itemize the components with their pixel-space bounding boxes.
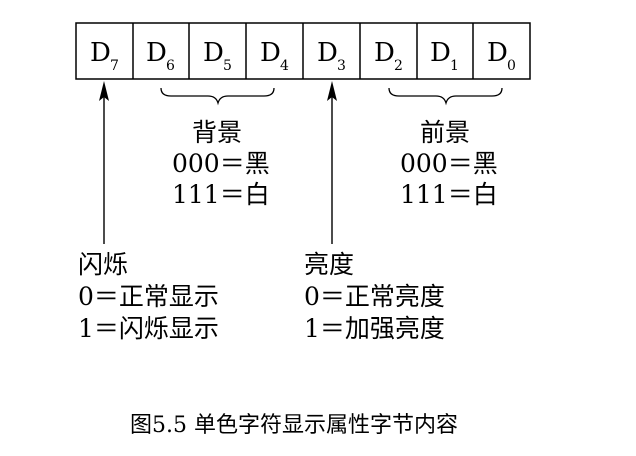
blink-arrow — [99, 81, 109, 244]
background-brace — [160, 87, 275, 106]
brightness-arrow — [327, 81, 337, 244]
cell-dividers — [132, 23, 474, 79]
bit-d4-letter: D — [260, 38, 281, 68]
background-line-white: 111＝白 — [172, 180, 270, 209]
bit-cell-d5: D 5 — [203, 38, 232, 74]
bit-d2-letter: D — [374, 38, 395, 68]
bit-d7-letter: D — [90, 38, 111, 68]
bit-d7-sub: 7 — [110, 58, 119, 74]
bit-cell-d3: D 3 — [317, 38, 346, 74]
bit-d4-sub: 4 — [280, 58, 289, 74]
bit-d5-sub: 5 — [223, 58, 232, 74]
foreground-brace — [388, 87, 503, 106]
bit-cell-d0: D 0 — [487, 38, 516, 74]
bit-d3-sub: 3 — [337, 58, 346, 74]
bit-cell-d2: D 2 — [374, 38, 403, 74]
bit-cell-d6: D 6 — [146, 38, 175, 74]
bit-d3-letter: D — [317, 38, 338, 68]
background-title: 背景 — [192, 118, 242, 147]
bit-d5-letter: D — [203, 38, 224, 68]
foreground-title: 前景 — [420, 118, 470, 147]
background-line-black: 000＝黑 — [172, 149, 270, 178]
foreground-line-black: 000＝黑 — [400, 149, 498, 178]
bit-cell-d4: D 4 — [260, 38, 289, 74]
bit-cell-d1: D 1 — [430, 38, 459, 74]
bit-d6-sub: 6 — [166, 58, 175, 74]
brightness-title: 亮度 — [304, 250, 354, 279]
brightness-line-normal: 0＝正常亮度 — [304, 282, 445, 311]
figure-caption: 图5.5 单色字符显示属性字节内容 — [130, 413, 458, 438]
blink-line-normal: 0＝正常显示 — [78, 282, 219, 311]
foreground-line-white: 111＝白 — [400, 180, 498, 209]
bit-cell-d7: D 7 — [90, 38, 119, 74]
bit-d0-sub: 0 — [507, 58, 516, 74]
bit-d1-letter: D — [430, 38, 451, 68]
blink-line-blink: 1＝闪烁显示 — [78, 314, 219, 343]
bit-d1-sub: 1 — [450, 58, 459, 74]
brightness-line-enhanced: 1＝加强亮度 — [304, 314, 445, 343]
bit-d2-sub: 2 — [394, 58, 403, 74]
bit-d0-letter: D — [487, 38, 508, 68]
bit-d6-letter: D — [146, 38, 167, 68]
blink-title: 闪烁 — [78, 250, 128, 279]
